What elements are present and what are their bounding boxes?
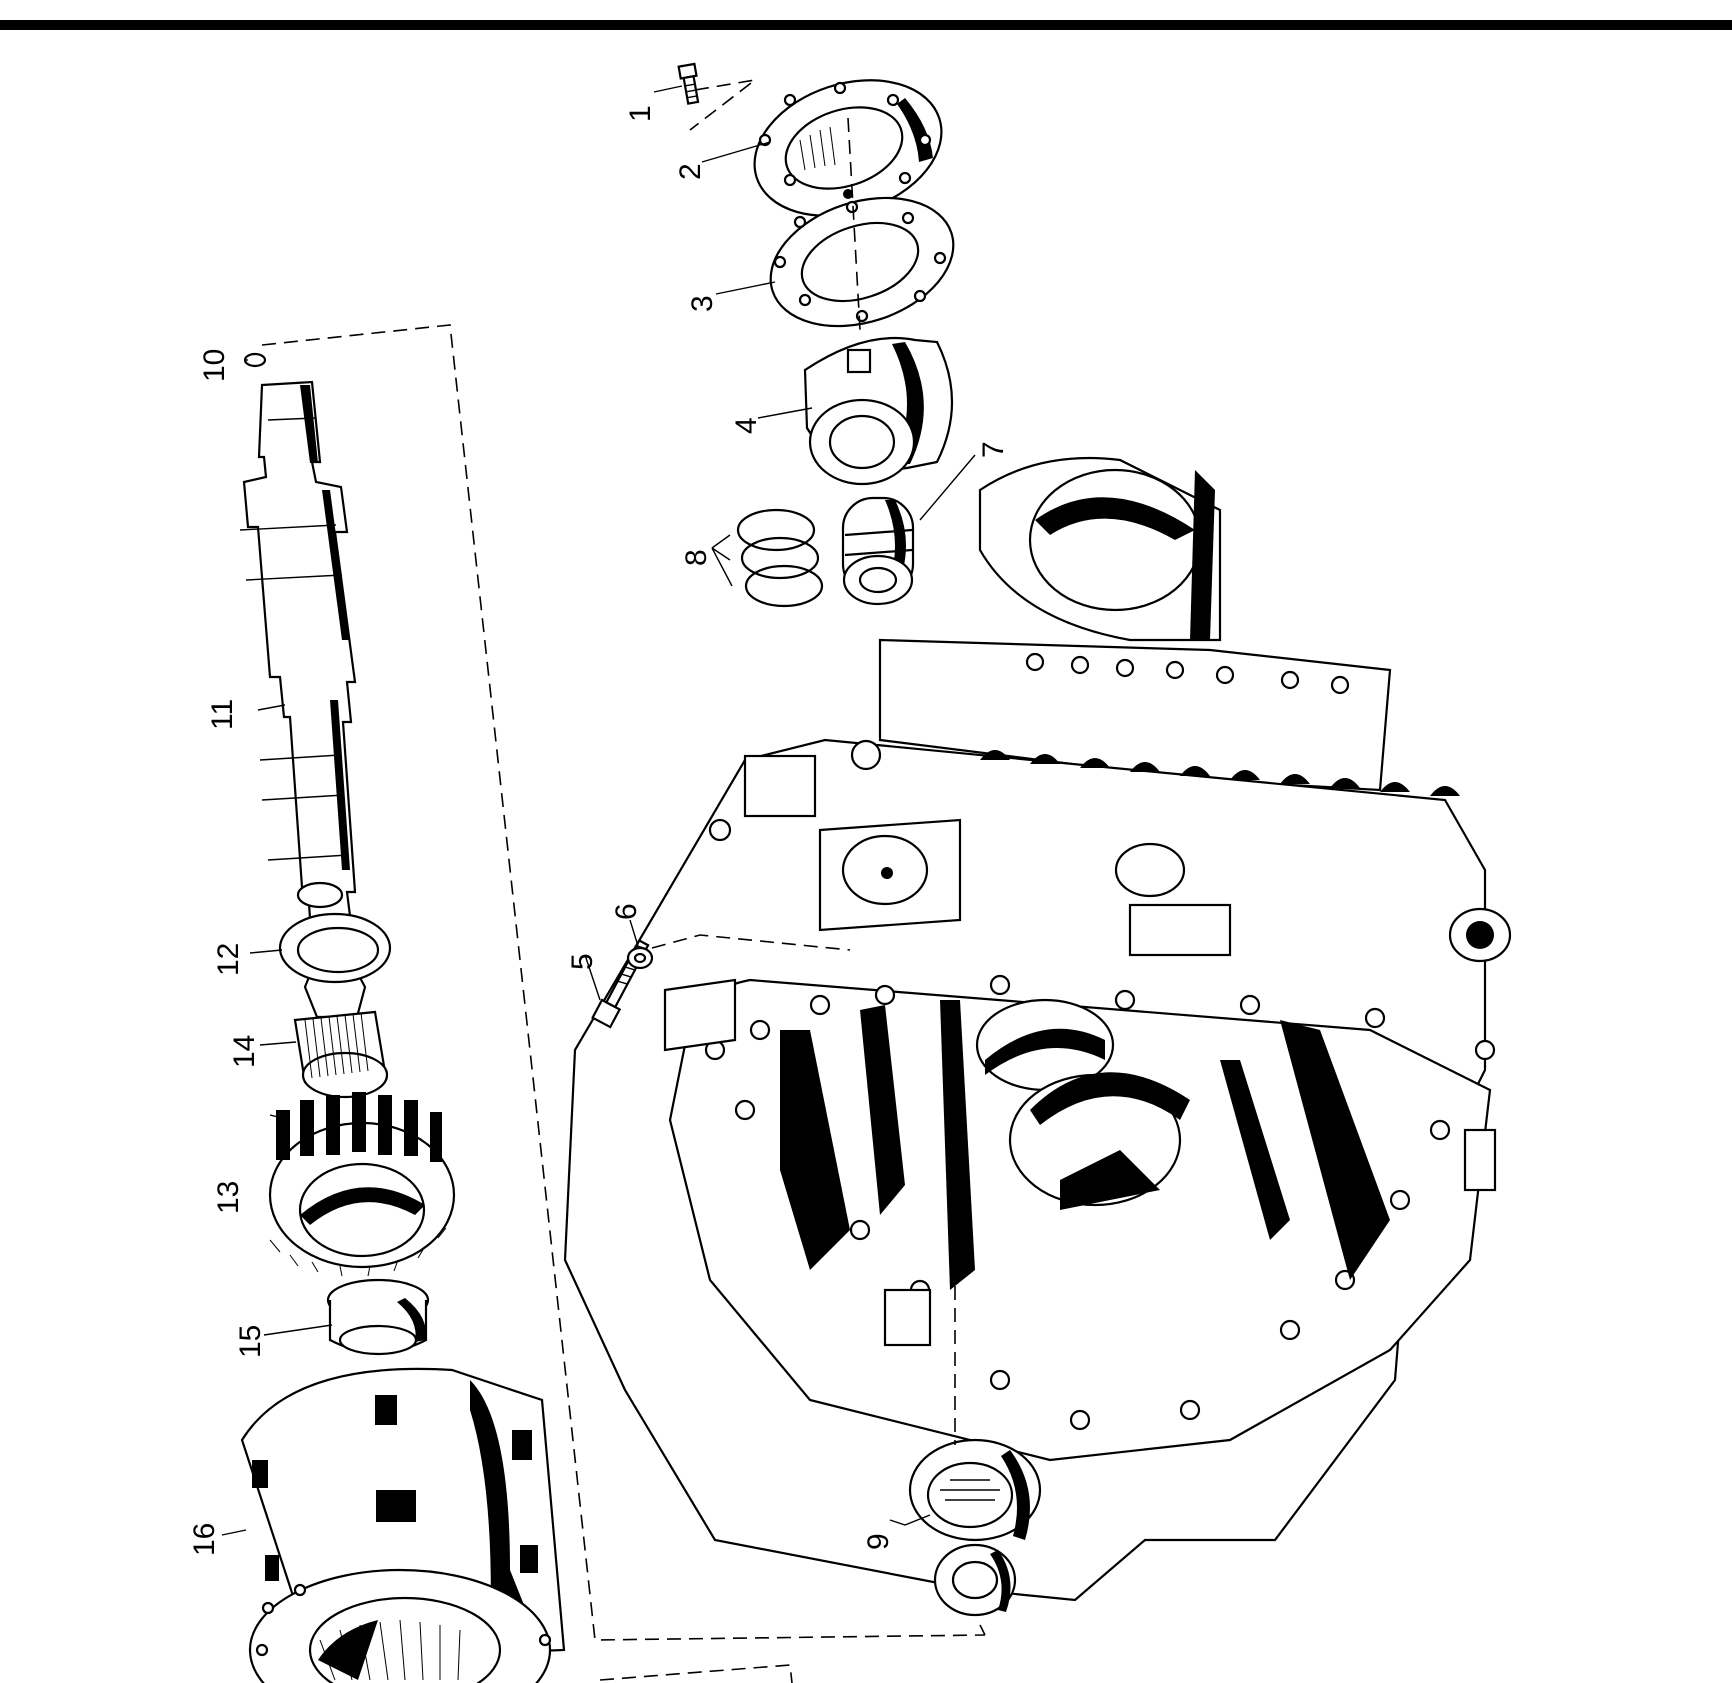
- callout-6: 6: [610, 903, 643, 920]
- part-15-bearing-race: [326, 1278, 430, 1356]
- callout-8: 8: [680, 549, 713, 566]
- part-2-flange-cover: [753, 79, 943, 217]
- part-16-clutch-drum: [240, 1367, 566, 1683]
- part-4-bearing-housing: [803, 336, 954, 486]
- part-3-gasket: [769, 196, 955, 328]
- callout-11: 11: [206, 699, 239, 730]
- callout-1: 1: [624, 105, 657, 122]
- top-border-rule: [0, 20, 1732, 30]
- callout-9: 9: [862, 1533, 895, 1550]
- callout-3: 3: [686, 295, 719, 312]
- callout-14: 14: [228, 1035, 261, 1068]
- callout-2: 2: [674, 163, 707, 180]
- part-9-bearing: [908, 1438, 1042, 1617]
- part-1-screw: [677, 62, 700, 105]
- leader-10-11: [261, 324, 986, 1641]
- callout-12: 12: [212, 943, 245, 976]
- callout-4: 4: [730, 417, 763, 434]
- gearbox-housing: [563, 456, 1512, 1602]
- leader-9-axis: [954, 1000, 986, 1636]
- leader-16-bottom: [599, 1664, 793, 1683]
- part-14-needle-bearing: [293, 1010, 389, 1099]
- callout-5: 5: [566, 953, 599, 970]
- callout-10: 10: [198, 349, 231, 382]
- callout-leaders: [221, 85, 976, 1536]
- callout-15: 15: [234, 1325, 267, 1358]
- callout-7: 7: [977, 441, 1010, 458]
- leader-1-2-3: [689, 79, 861, 331]
- callout-13: 13: [212, 1181, 245, 1214]
- part-12-thrust-washer: [278, 912, 392, 984]
- part-6-washer: [626, 946, 654, 970]
- callout-16: 16: [188, 1523, 221, 1556]
- part-7-sleeve: [841, 496, 915, 606]
- leader-6: [651, 934, 851, 951]
- part-13-gear: [268, 1092, 456, 1277]
- part-8-o-rings: [736, 508, 824, 608]
